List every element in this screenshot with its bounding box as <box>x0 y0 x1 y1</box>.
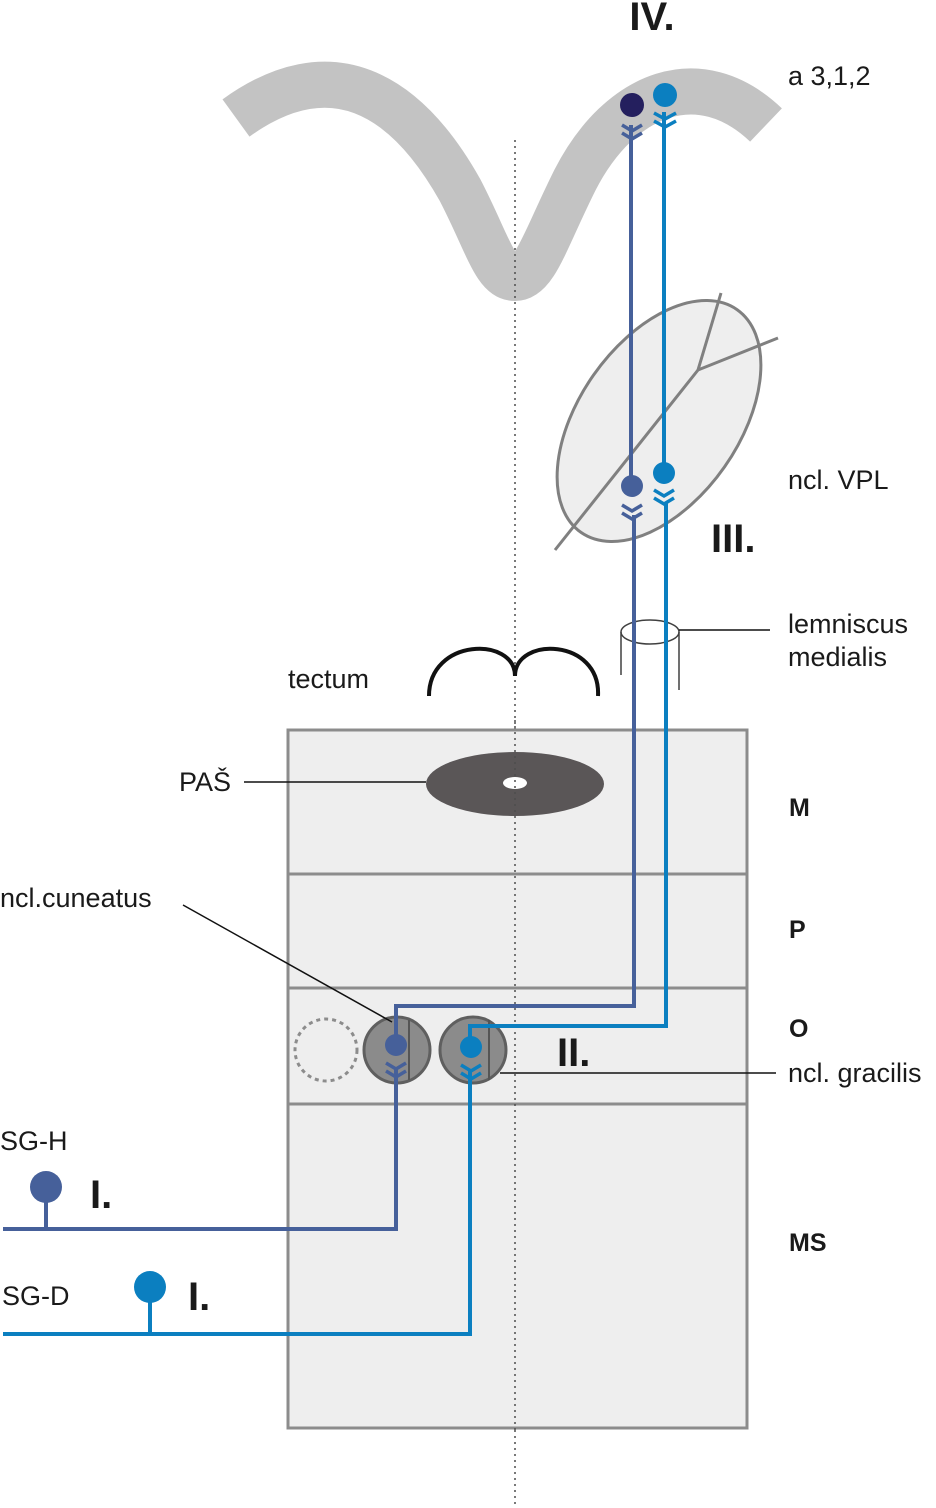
vpl-neuron-d <box>653 462 675 484</box>
pathway-sg-d <box>3 112 668 1336</box>
stage-iv-label: IV. <box>629 0 674 39</box>
stage-ii-label: II. <box>557 1031 590 1075</box>
lemniscus-label-line2: medialis <box>788 642 887 672</box>
vpl-label: ncl. VPL <box>788 465 889 495</box>
lemniscus-label-line1: lemniscus <box>788 609 908 639</box>
cortex-neuron-d <box>653 83 677 107</box>
brainstem <box>286 728 749 1430</box>
pas-label: PAŠ <box>179 766 231 797</box>
region-p-label: P <box>789 916 806 944</box>
ganglion-neuron-d <box>134 1271 166 1303</box>
vpl-neuron-h <box>621 475 643 497</box>
synapse-markers <box>385 111 677 1082</box>
lemniscus-medialis-tube <box>620 619 680 690</box>
sgh-stage-label: I. <box>90 1173 112 1217</box>
thalamus-vpl <box>553 292 779 551</box>
gracilis-neuron <box>460 1036 482 1058</box>
tectum-label: tectum <box>288 664 369 694</box>
region-o-label: O <box>789 1015 808 1043</box>
ganglion-neuron-h <box>30 1171 62 1203</box>
sgd-label: SG-D <box>2 1281 70 1311</box>
pas-structure <box>426 752 604 816</box>
tectum-outline <box>427 646 601 697</box>
contralateral-nucleus-outline <box>293 1017 359 1083</box>
sgh-label: SG-H <box>0 1126 68 1156</box>
stage-iii-label: III. <box>711 517 755 561</box>
gracilis-label: ncl. gracilis <box>788 1058 922 1088</box>
area-label: a 3,1,2 <box>788 61 871 91</box>
cuneatus-neuron <box>385 1034 407 1056</box>
sgd-stage-label: I. <box>188 1275 210 1319</box>
cortex-neuron-h <box>620 93 644 117</box>
cuneatus-label: ncl.cuneatus <box>0 883 152 913</box>
region-ms-label: MS <box>789 1229 827 1257</box>
pathway-sg-h <box>3 125 636 1231</box>
region-m-label: M <box>789 794 810 822</box>
leader-lines <box>182 629 776 1074</box>
cortex-gyrus <box>222 61 782 301</box>
